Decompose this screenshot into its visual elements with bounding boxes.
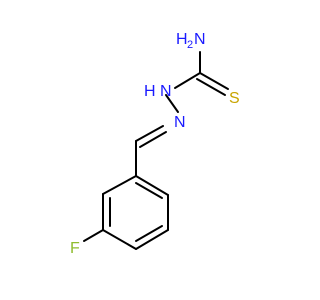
molecule-structure-diagram: N H 2 H N N S F [70, 31, 240, 257]
benzene-ring [102, 175, 169, 250]
bond-nn [165, 94, 179, 113]
bond-c-to-s-b [196, 78, 226, 96]
amine-h-count-label: 2 [187, 39, 193, 51]
bond-nh-to-c [174, 72, 201, 89]
ring-bond-bottom-right [135, 229, 169, 250]
ring-bond-top-right-inner [135, 182, 163, 199]
hydrazine-h-label: H [144, 83, 156, 100]
ring-bond-bottom-left [102, 229, 137, 250]
hydrazine-n-label: N [160, 83, 172, 100]
ring-bond-bottom-right-inner [135, 225, 163, 242]
amine-n-label: N [194, 31, 206, 48]
ring-bond-top-left [102, 175, 137, 195]
bond-ch-to-n-double-a [135, 125, 164, 142]
ring-bond-top-right [135, 175, 169, 196]
sulfur-label: S [229, 90, 240, 107]
bond-ring-to-f [83, 229, 104, 242]
bond-ch-to-n-double-b [139, 131, 167, 148]
bond-c-to-s-a [199, 72, 229, 90]
fluorine-label: F [70, 240, 80, 257]
amine-h-label: H [176, 31, 188, 48]
imine-n-label: N [174, 114, 186, 131]
